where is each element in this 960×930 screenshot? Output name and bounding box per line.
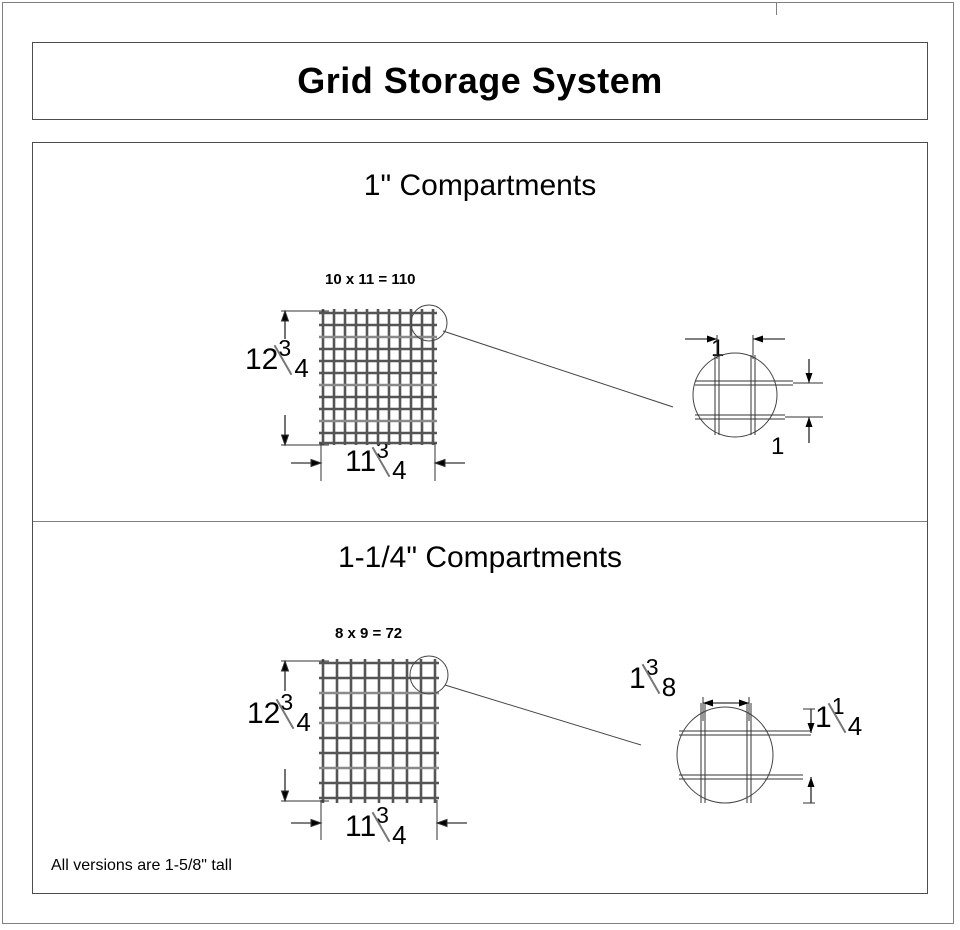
grid-drawing-2 [280, 655, 815, 840]
detail-enlargement-1 [685, 335, 823, 443]
width-dimension-line-1 [291, 443, 465, 481]
detail-v-dim-1 [785, 359, 823, 443]
detail-leader-line-1 [442, 330, 674, 408]
frame-notch-mark [776, 3, 777, 15]
detail-v-dim-2 [803, 708, 815, 804]
detail-enlargement-2 [676, 697, 815, 804]
compartment-count-2: 8 x 9 = 72 [335, 625, 403, 642]
detail-h-dim-1 [685, 335, 785, 359]
section-heading-2: 1-1/4" Compartments [337, 541, 623, 574]
height-dimension-line-1 [280, 309, 329, 447]
detail-leader-line-2 [444, 684, 642, 746]
section-heading-1: 1" Compartments [363, 169, 597, 202]
width-dimension-line-2 [291, 800, 467, 840]
detail-callout-circle-2 [409, 655, 449, 695]
section-divider [33, 521, 927, 522]
page-title: Grid Storage System [297, 60, 663, 101]
detail-vertical-label-1: 1 [771, 433, 785, 460]
compartment-count-1: 10 x 11 = 110 [325, 271, 416, 288]
grid-drawing-1 [280, 304, 823, 481]
detail-h-dim-2 [702, 697, 750, 721]
grid-mesh-2 [319, 659, 439, 803]
grid-mesh-1 [319, 309, 437, 445]
footer-note: All versions are 1-5/8" tall [51, 857, 232, 874]
detail-callout-circle-1 [410, 304, 448, 342]
title-block: Grid Storage System [32, 42, 928, 120]
